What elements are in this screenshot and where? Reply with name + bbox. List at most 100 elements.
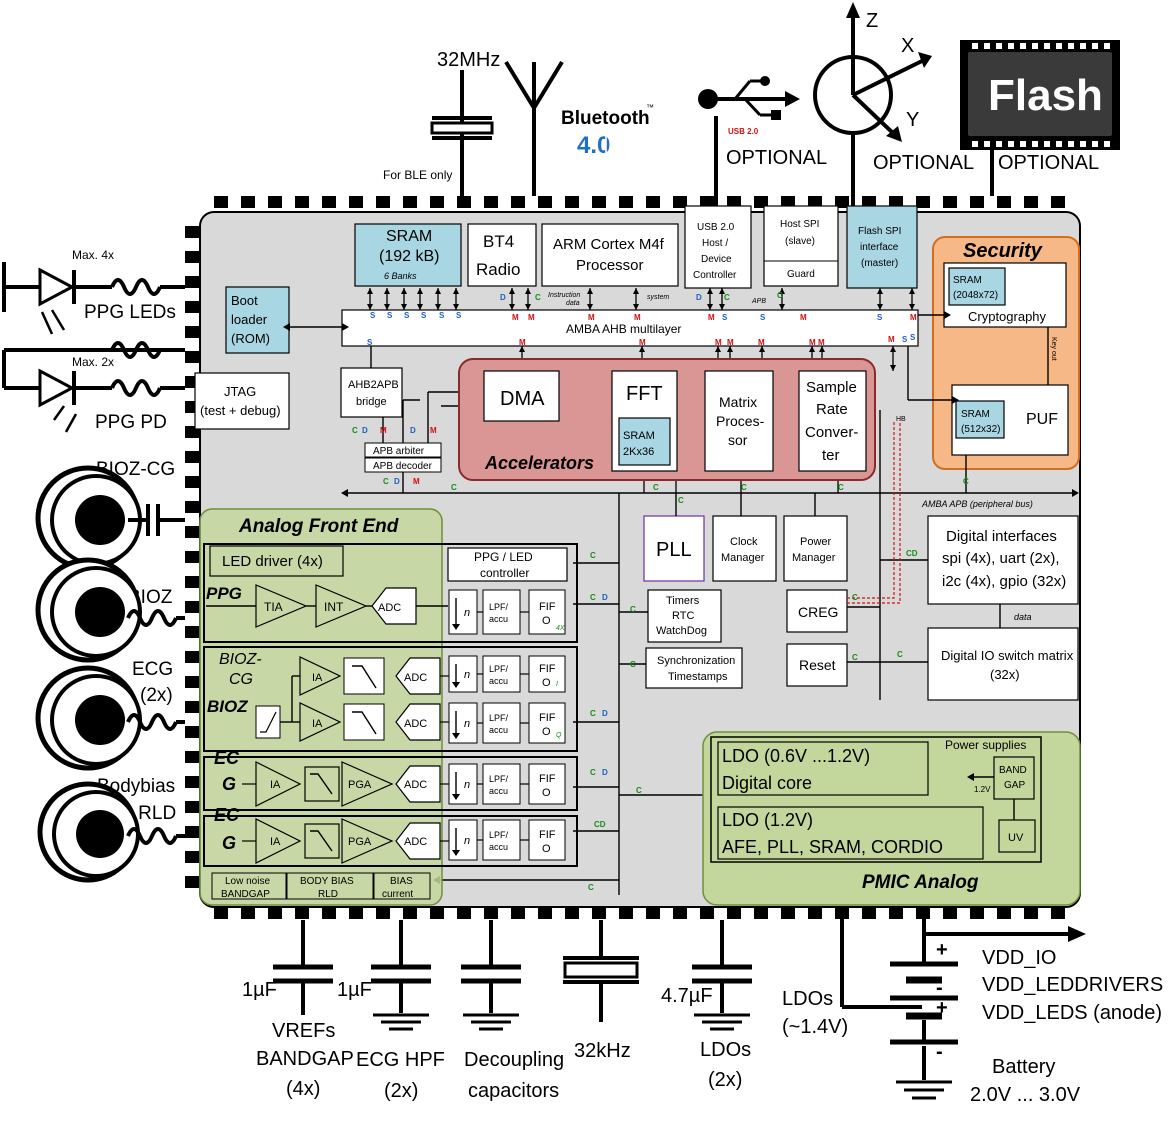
pin-top	[1024, 196, 1038, 208]
pin-top	[673, 196, 687, 208]
apb-arbiter-label: APB arbiter	[373, 446, 425, 457]
flash-optional: OPTIONAL	[998, 152, 1099, 174]
flash-pin	[972, 43, 978, 49]
pin-left	[185, 451, 199, 463]
ecg-adc-label: ADC	[404, 779, 427, 791]
pin-bottom	[727, 907, 741, 919]
pin-top	[484, 196, 498, 208]
matrix-line2: Proces-	[716, 413, 765, 429]
ecg-pga-label: PGA	[348, 836, 372, 848]
ecg-label-line1: ECG	[132, 659, 173, 680]
led-driver-block	[209, 545, 344, 577]
flash-pin	[1080, 43, 1086, 49]
pin-left	[185, 751, 199, 763]
jtag-block	[194, 372, 290, 430]
matrix-line1: Matrix	[719, 394, 757, 410]
bus-signal-s: S	[367, 338, 373, 347]
boot-line2: loader	[231, 312, 268, 327]
bus-signal-m: M	[634, 313, 641, 322]
ldo-core-line2: Digital core	[722, 773, 812, 793]
bootloader-block	[225, 286, 290, 354]
pin-top	[268, 196, 282, 208]
flash-spi-line2: interface	[860, 242, 899, 253]
bus-signal-c: C	[777, 291, 783, 300]
fifo-block	[528, 589, 566, 635]
ahb-link-arrowhead	[367, 304, 373, 310]
pin-left	[185, 526, 199, 538]
bandgap-line2: GAP	[1004, 780, 1025, 791]
pin-left	[185, 851, 199, 863]
arm-line1: ARM Cortex M4f	[553, 236, 665, 253]
puf-sram-block	[955, 400, 1005, 439]
pin-top	[835, 196, 849, 208]
accu-label: accu	[489, 842, 508, 852]
ahb-link-arrowhead	[587, 304, 593, 310]
battery-icon	[890, 918, 1086, 1100]
flash-pin	[1008, 43, 1014, 49]
flash-pin	[1068, 141, 1074, 147]
usb-controller-block	[684, 205, 752, 289]
accu-label: accu	[489, 725, 508, 735]
ahb-link-arrowhead	[707, 288, 713, 294]
ldo-afe-block	[717, 806, 984, 860]
apb-bus-label: AMBA APB (peripheral bus)	[921, 499, 1033, 509]
decimator-n-block	[448, 655, 478, 693]
decimator-n-label: n	[464, 779, 470, 791]
ahb-link-arrowhead	[509, 288, 515, 294]
bioz-cg-line2: CG	[229, 671, 253, 688]
bandgap-line1: BAND	[999, 765, 1027, 776]
ldos-out-line2: (2x)	[708, 1069, 742, 1091]
ahb-master-link-arrowhead	[809, 346, 815, 352]
power-line1: Power	[800, 536, 832, 548]
flash-pin	[1092, 43, 1098, 49]
decimator-arrowhead	[452, 682, 460, 688]
pin-bottom	[970, 907, 984, 919]
ahb-link-arrowhead	[525, 288, 531, 294]
ppg-ctrl-line2: controller	[480, 566, 529, 580]
ecghpf-line1: ECG HPF	[356, 1049, 445, 1071]
ahb-link-arrowhead	[707, 304, 713, 310]
crystal-32khz-label: 32kHz	[574, 1040, 631, 1062]
crypto-sram-block	[948, 267, 1006, 306]
bus-signal-s: S	[722, 313, 728, 322]
sram-192kb-block	[354, 223, 462, 287]
sync-timestamps-block	[645, 647, 743, 689]
arm-cortex-block	[541, 223, 679, 287]
bus-signal-m: M	[380, 426, 387, 435]
ahb-link-arrowhead	[633, 304, 639, 310]
bus-signal-m: M	[800, 313, 807, 322]
flash-pin	[1080, 141, 1086, 147]
clock-line1: Clock	[730, 536, 758, 548]
pin-top	[646, 196, 660, 208]
ahb-master-link-arrowhead	[819, 346, 825, 352]
pin-bottom	[808, 907, 822, 919]
pin-bottom	[295, 907, 309, 919]
src-line1: Sample	[806, 379, 857, 396]
bus-signal-c: C	[590, 768, 596, 777]
fifo-block	[528, 819, 566, 861]
bioz-filter-block	[255, 705, 281, 739]
ecg-pga-label: PGA	[348, 779, 372, 791]
ahb-link-arrowhead	[509, 304, 515, 310]
pin-top	[889, 196, 903, 208]
fifo-label: O	[542, 843, 551, 855]
usb-ctrl-line2: Host /	[702, 238, 728, 249]
crypto-sram-line1: SRAM	[953, 275, 982, 286]
bluetooth-rune-icon	[605, 133, 618, 159]
bus-signal-d: D	[410, 426, 416, 435]
lpf-accu-block	[482, 589, 521, 635]
fifo-label: FIF	[539, 601, 556, 613]
bus-signal-m: M	[430, 426, 437, 435]
bioz-ia-1-label: IA	[312, 672, 323, 684]
sync-line1: Synchronization	[657, 655, 735, 667]
cap-decoupling-icon	[461, 920, 521, 1031]
src-line2: Rate	[816, 401, 848, 418]
pin-top	[349, 196, 363, 208]
pin-left	[185, 576, 199, 588]
sample-rate-converter-block	[798, 370, 867, 472]
ecg2-line1: EC	[214, 805, 240, 825]
pin-left	[185, 301, 199, 313]
ecg-filter-block	[304, 823, 340, 859]
dio-line2: (32x)	[990, 667, 1020, 682]
ahb-link-arrowhead	[453, 288, 459, 294]
